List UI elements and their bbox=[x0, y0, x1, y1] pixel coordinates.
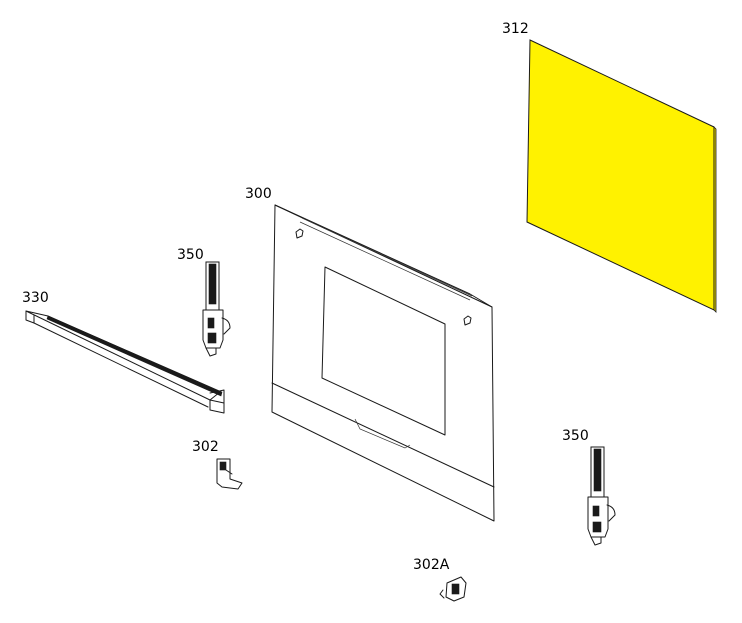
label-300: 300 bbox=[245, 186, 272, 202]
handle-330[interactable] bbox=[25, 310, 225, 414]
label-330: 330 bbox=[22, 290, 49, 306]
clip-302a[interactable] bbox=[439, 576, 467, 602]
label-350-right: 350 bbox=[562, 428, 589, 444]
glass-panel-312[interactable] bbox=[526, 39, 717, 313]
label-350-left: 350 bbox=[177, 247, 204, 263]
hinge-left-350[interactable] bbox=[202, 261, 231, 357]
label-302: 302 bbox=[192, 439, 219, 455]
clip-302[interactable] bbox=[216, 458, 243, 490]
hinge-right-350[interactable] bbox=[587, 446, 616, 546]
door-300[interactable] bbox=[271, 204, 495, 522]
label-312: 312 bbox=[502, 21, 529, 37]
label-302a: 302A bbox=[413, 557, 450, 573]
